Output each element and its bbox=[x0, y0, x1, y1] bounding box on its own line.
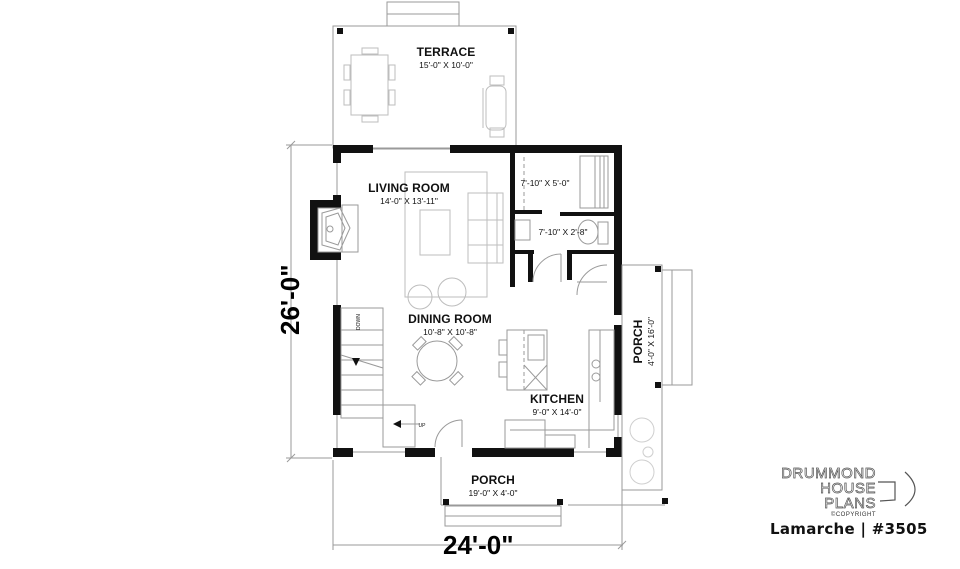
logo-icon bbox=[878, 471, 916, 507]
room-dimensions: 10'-8" X 10'-8" bbox=[423, 327, 477, 337]
terrace-label: TERRACE 15'-0" X 10'-0" bbox=[417, 45, 476, 70]
terrace-area bbox=[332, 1, 517, 149]
room-name: DINING ROOM bbox=[408, 312, 492, 326]
room-dimensions: 15'-0" X 10'-0" bbox=[419, 60, 473, 70]
bathroom-lower-label: 7'-10" X 2'-8" bbox=[539, 226, 588, 237]
room-name: KITCHEN bbox=[529, 392, 585, 406]
room-name: LIVING ROOM bbox=[368, 181, 450, 195]
copyright-text: ©COPYRIGHT bbox=[830, 512, 876, 518]
room-name: PORCH bbox=[631, 319, 645, 364]
front-porch bbox=[440, 457, 562, 527]
overall-width-dimension: 24'-0" bbox=[443, 530, 514, 560]
room-name: TERRACE bbox=[416, 45, 476, 59]
side-porch-label: PORCH 4'-0" X 16'-0" bbox=[631, 317, 656, 366]
room-dimensions: 9'-0" X 14'-0" bbox=[532, 407, 582, 417]
drummond-logo: DRUMMOND HOUSE PLANS ©COPYRIGHT bbox=[768, 466, 876, 518]
bathroom-upper-label: 7'-10" X 5'-0" bbox=[521, 177, 570, 188]
dining-table bbox=[411, 335, 464, 386]
front-porch-label: PORCH 19'-0" X 4'-0" bbox=[469, 473, 518, 498]
room-dimensions: 4'-0" X 16'-0" bbox=[646, 317, 656, 366]
kitchen-fixtures bbox=[498, 329, 615, 449]
logo-line-2: HOUSE PLANS bbox=[820, 480, 876, 512]
logo-line-1: DRUMMOND bbox=[781, 465, 876, 482]
dimension-lines bbox=[286, 140, 627, 550]
dining-room-label: DINING ROOM 10'-8" X 10'-8" bbox=[408, 312, 492, 337]
stair-down-label: DOWN bbox=[356, 314, 362, 330]
room-dimensions: 7'-10" X 5'-0" bbox=[520, 178, 570, 188]
room-dimensions: 7'-10" X 2'-8" bbox=[538, 227, 588, 237]
room-dimensions: 14'-0" X 13'-11" bbox=[380, 196, 438, 206]
living-room-furniture bbox=[404, 171, 504, 310]
living-room-label: LIVING ROOM 14'-0" X 13'-11" bbox=[368, 181, 450, 206]
room-dimensions: 19'-0" X 4'-0" bbox=[468, 488, 518, 498]
overall-depth-dimension: 26'-0" bbox=[275, 264, 305, 335]
staircase bbox=[340, 307, 463, 448]
interior-walls bbox=[510, 152, 615, 287]
plan-name: Lamarche | #3505 bbox=[770, 520, 928, 538]
room-name: PORCH bbox=[471, 473, 515, 487]
kitchen-label: KITCHEN 9'-0" X 14'-0" bbox=[530, 392, 584, 417]
stair-up-label: UP bbox=[418, 423, 426, 429]
side-porch bbox=[621, 264, 693, 491]
